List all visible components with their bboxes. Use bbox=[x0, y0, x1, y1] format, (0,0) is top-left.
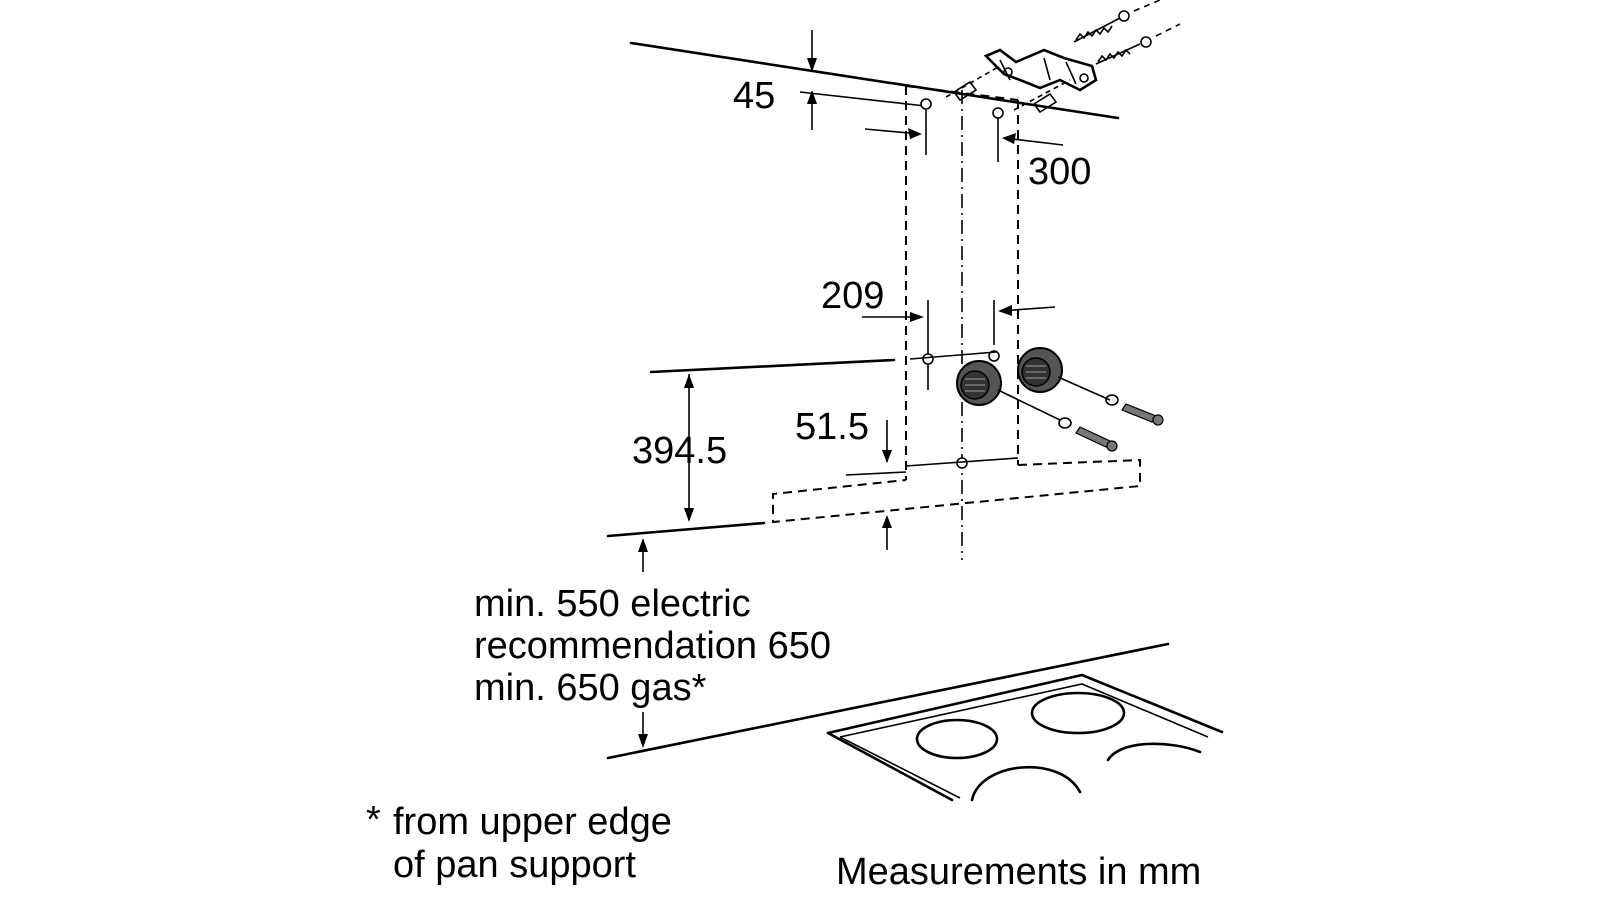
chimney-outline bbox=[905, 85, 1019, 480]
ceiling-line bbox=[629, 41, 1120, 120]
dimension-45-label: 45 bbox=[733, 75, 775, 117]
dimension-209: 209 bbox=[821, 275, 1056, 390]
dimension-394-5: 394.5 bbox=[632, 358, 896, 522]
footnote: * from upper edge of pan support bbox=[366, 799, 672, 886]
countertop-reference bbox=[606, 642, 1170, 760]
clearance-line-1: min. 550 electric bbox=[474, 583, 751, 625]
dimension-51-5: 51.5 bbox=[795, 406, 907, 550]
cooktop-icon bbox=[826, 673, 1224, 802]
bracket-icon bbox=[983, 48, 1098, 92]
footnote-line-1: from upper edge bbox=[393, 801, 672, 843]
hood-bottom-reference bbox=[606, 521, 766, 572]
dimension-45: 45 bbox=[733, 30, 926, 130]
dimension-300: 300 bbox=[864, 128, 1091, 193]
dimension-300-label: 300 bbox=[1028, 151, 1091, 193]
clearance-line-2: recommendation 650 bbox=[474, 625, 831, 667]
mid-mounting-holes bbox=[909, 350, 1000, 365]
units-note: Measurements in mm bbox=[836, 851, 1201, 893]
footnote-line-2: of pan support bbox=[393, 844, 636, 886]
clearance-note: min. 550 electric recommendation 650 min… bbox=[474, 583, 831, 709]
dimension-209-label: 209 bbox=[821, 275, 884, 317]
dimension-394-5-label: 394.5 bbox=[632, 430, 727, 472]
wall-plug-assembly-icon bbox=[956, 347, 1164, 452]
upper-mounting-holes bbox=[920, 98, 1004, 162]
wall-plug-screw-icon bbox=[945, 0, 1181, 114]
clearance-line-3: min. 650 gas* bbox=[474, 667, 707, 709]
dimension-51-5-label: 51.5 bbox=[795, 406, 869, 448]
footnote-marker: * bbox=[366, 799, 381, 841]
hood-canopy-outline bbox=[772, 458, 1141, 524]
